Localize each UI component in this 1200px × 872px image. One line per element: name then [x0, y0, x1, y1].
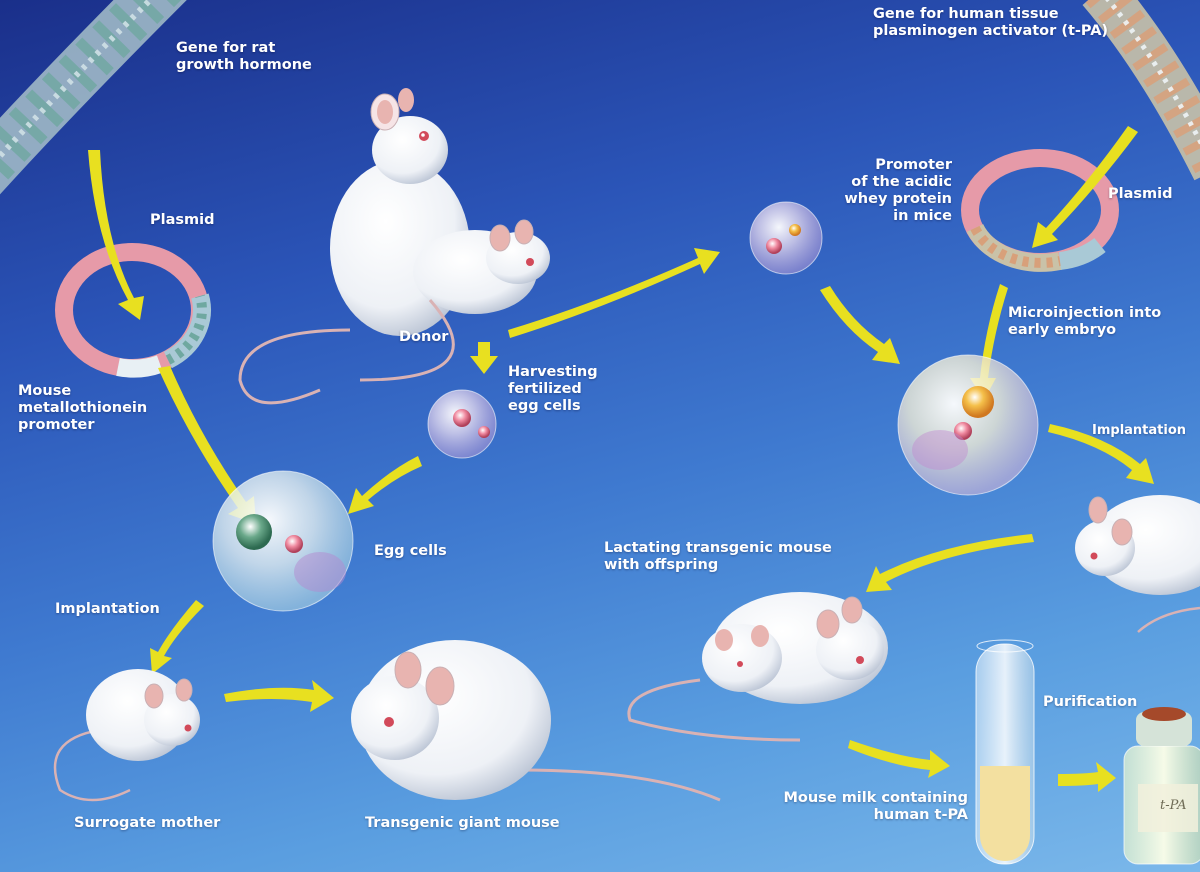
label-egg-cells: Egg cells	[374, 543, 447, 560]
label-donor: Donor	[399, 329, 448, 346]
label-surrogate: Surrogate mother	[74, 815, 220, 832]
milk-test-tube	[976, 640, 1034, 864]
arrow-milk-to-tube	[848, 740, 950, 778]
harvested-egg-cell	[428, 390, 496, 458]
transgenic-giant-mouse	[351, 640, 720, 800]
arrow-implant-to-lactating	[866, 534, 1034, 592]
early-embryo-sphere	[898, 355, 1038, 495]
arrow-tube-to-vial	[1058, 762, 1116, 792]
label-harvesting: Harvesting fertilized egg cells	[508, 364, 598, 415]
label-implantation-left: Implantation	[55, 601, 160, 618]
arrow-donor-down	[470, 342, 498, 374]
arrow-harvest-to-eggcells	[348, 456, 422, 514]
label-gene-human: Gene for human tissue plasminogen activa…	[873, 6, 1108, 40]
label-implantation-right: Implantation	[1092, 423, 1186, 439]
implanted-mouse-right	[1075, 495, 1200, 632]
label-promoter-whey: Promoter of the acidic whey protein in m…	[844, 157, 952, 225]
donor-mice	[240, 88, 550, 403]
tpa-vial	[1124, 707, 1200, 864]
arrow-cell-to-embryo	[820, 286, 900, 364]
label-milk: Mouse milk containing human t-PA	[783, 790, 968, 824]
label-gene-rat: Gene for rat growth hormone	[176, 40, 312, 74]
label-mouse-promoter: Mouse metallothionein promoter	[18, 383, 147, 434]
label-giant: Transgenic giant mouse	[365, 815, 560, 832]
arrow-surrogate-to-giant	[224, 680, 334, 712]
label-plasmid-right: Plasmid	[1108, 186, 1172, 203]
label-purification: Purification	[1043, 694, 1137, 711]
fertilized-cell-right	[750, 202, 822, 274]
rat-growth-hormone-dna	[0, 0, 170, 200]
label-microinjection: Microinjection into early embryo	[1008, 305, 1161, 339]
arrow-dna-to-plasmid	[88, 150, 144, 320]
right-plasmid-ring	[970, 158, 1110, 263]
surrogate-mother-mouse	[55, 669, 200, 800]
lactating-mouse-with-offspring	[629, 592, 888, 740]
egg-cells-sphere	[213, 471, 353, 611]
label-vial: t-PA	[1160, 798, 1187, 814]
label-lactating: Lactating transgenic mouse with offsprin…	[604, 540, 832, 574]
label-plasmid-left: Plasmid	[150, 212, 214, 229]
